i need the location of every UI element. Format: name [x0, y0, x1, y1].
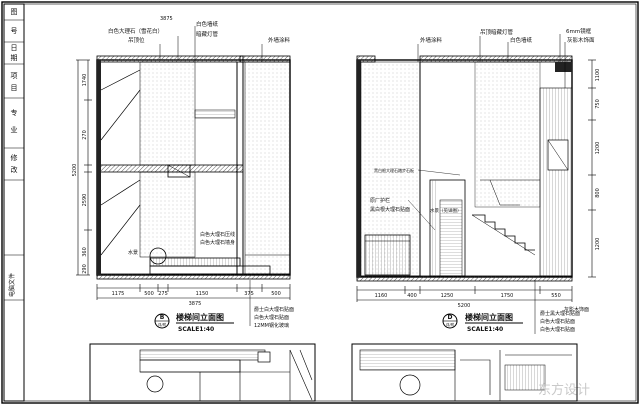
right-top-label-0: 外墙涂料 — [420, 36, 443, 44]
right-dim-b-1: 400 — [407, 293, 417, 299]
left-top-label-1: 吊顶位 — [128, 36, 145, 44]
tb-cell-7: 业 — [11, 125, 18, 134]
right-dim-v-4: 1200 — [595, 238, 601, 251]
left-dim-b-5: 500 — [271, 291, 281, 297]
left-dim-b-0: 1175 — [112, 291, 125, 297]
tb-cell-6: 专 — [11, 108, 18, 117]
left-elevation — [96, 55, 291, 280]
left-side-labels: 白色大理石压线 白色大理石墙身 水景 — [128, 231, 235, 256]
right-dim-v-0: 1100 — [595, 69, 601, 82]
right-dim-b-2: 1250 — [441, 293, 454, 299]
left-label-sub: 详/附 — [158, 322, 167, 327]
left-dims-vertical: 5200 1740 270 2590 360 290 — [72, 59, 92, 276]
right-elevation — [356, 55, 573, 282]
right-scale: SCALE1:40 — [467, 326, 503, 333]
watermark: 东方设计 — [538, 382, 590, 398]
left-side-label-2: 水景 — [128, 249, 138, 256]
right-bottom-label-1: 白色大理石贴面 — [540, 318, 575, 325]
left-top-labels: 白色大理石（雪花白） 吊顶位 白色墙纸 暗藏灯管 外墙涂料 3875 — [108, 16, 291, 62]
left-top-label-4: 外墙涂料 — [268, 36, 291, 44]
right-dim-b-3: 1750 — [501, 293, 514, 299]
right-side-label-1: 黑白根大理石贴面 — [370, 206, 410, 213]
right-dim-b-0: 1160 — [375, 293, 388, 299]
right-dim-v-1: 750 — [595, 99, 601, 109]
left-bottom-label-1: 白色大理石贴面 — [254, 314, 289, 321]
tb-cell-2: 日 — [11, 44, 18, 52]
right-bottom-label-2: 灰影木饰面 — [564, 306, 589, 313]
right-top-label-2: 白色墙纸 — [510, 36, 533, 44]
left-dim-b-2: 275 — [158, 291, 168, 297]
left-dim-v-5: 290 — [82, 264, 88, 274]
tb-cell-5: 目 — [11, 84, 18, 92]
right-top-label-3: 6mm镜框 — [566, 27, 592, 35]
right-side-label-2: 水景（见详图） — [430, 207, 462, 214]
left-top-label-2: 白色墙纸 — [196, 20, 219, 28]
right-dim-v-2: 1200 — [595, 142, 601, 155]
right-dim-total: 5200 — [458, 303, 471, 309]
left-dim-v-0: 5200 — [72, 164, 78, 177]
right-dims-bottom: 1160 400 1250 1750 550 5200 — [356, 286, 573, 309]
left-label-letter: B — [160, 314, 165, 321]
tb-cell-8: 修 — [11, 153, 18, 162]
right-label-sub: 详/附 — [446, 322, 455, 327]
left-dim-v-2: 270 — [82, 130, 88, 140]
left-dim-v-1: 1740 — [82, 74, 88, 87]
tb-cell-1: 号 — [11, 27, 18, 35]
left-dim-v-4: 360 — [82, 247, 88, 257]
right-side-label-3: 黑白根大理石踏步石板 — [374, 167, 414, 173]
tb-cell-4: 项 — [11, 72, 18, 80]
left-scale: SCALE1:40 — [178, 326, 214, 333]
right-side-labels: 原厂护栏 黑白根大理石贴面 水景（见详图） 黑白根大理石踏步石板 — [370, 167, 462, 231]
right-dim-v-3: 800 — [595, 188, 601, 198]
left-title: 楼梯间立面图 — [176, 312, 224, 322]
left-dims-bottom: 1175 500 275 1150 375 500 3875 — [96, 284, 291, 307]
right-plan — [351, 343, 578, 402]
left-dim-b-4: 375 — [244, 291, 254, 297]
left-side-label-1: 白色大理石墙身 — [200, 239, 235, 246]
right-title: 楼梯间立面图 — [465, 312, 513, 322]
left-dim-v-3: 2590 — [82, 194, 88, 207]
left-top-label-0: 白色大理石（雪花白） — [108, 27, 163, 35]
right-label-letter: D — [448, 314, 453, 321]
title-block: 图 号 日 期 项 目 专 业 修 改 电脑文件 — [3, 3, 25, 402]
left-dim-total: 3875 — [189, 301, 202, 307]
left-dim-top: 3875 — [160, 16, 173, 22]
left-bottom-label-2: 12MM钢化玻璃 — [254, 322, 289, 329]
left-top-label-3: 暗藏灯管 — [196, 30, 219, 38]
right-bottom-label-3: 白色大理石贴面 — [540, 326, 575, 333]
left-side-label-0: 白色大理石压线 — [200, 231, 235, 238]
left-title-group: B 详/附 楼梯间立面图 SCALE1:40 爵士白大理石贴面 白色大理石贴面 … — [154, 280, 294, 333]
right-dims-vertical: 1100 750 1200 800 1200 — [588, 59, 601, 278]
tb-cell-0: 图 — [11, 8, 18, 16]
left-dim-b-3: 1150 — [196, 291, 209, 297]
tb-footer: 电脑文件 — [8, 273, 16, 297]
left-bottom-label-0: 爵士白大理石贴面 — [254, 306, 294, 313]
right-side-label-0: 原厂护栏 — [370, 197, 390, 204]
left-dim-b-1: 500 — [144, 291, 154, 297]
right-dim-b-4: 550 — [551, 293, 561, 299]
tb-cell-9: 改 — [11, 165, 18, 174]
right-bottom-label-0: 爵士黑大理石贴面 — [540, 310, 580, 317]
right-top-label-1: 吊顶暗藏灯管 — [480, 28, 514, 36]
right-top-labels: 外墙涂料 吊顶暗藏灯管 白色墙纸 6mm镜框 灰影木饰面 — [417, 27, 595, 88]
right-title-group: D 详/附 楼梯间立面图 SCALE1:40 爵士黑大理石贴面 白色大理石贴面 … — [442, 280, 589, 334]
tb-cell-3: 期 — [11, 54, 18, 62]
right-top-label-4: 灰影木饰面 — [567, 36, 595, 44]
left-plan — [89, 343, 316, 402]
